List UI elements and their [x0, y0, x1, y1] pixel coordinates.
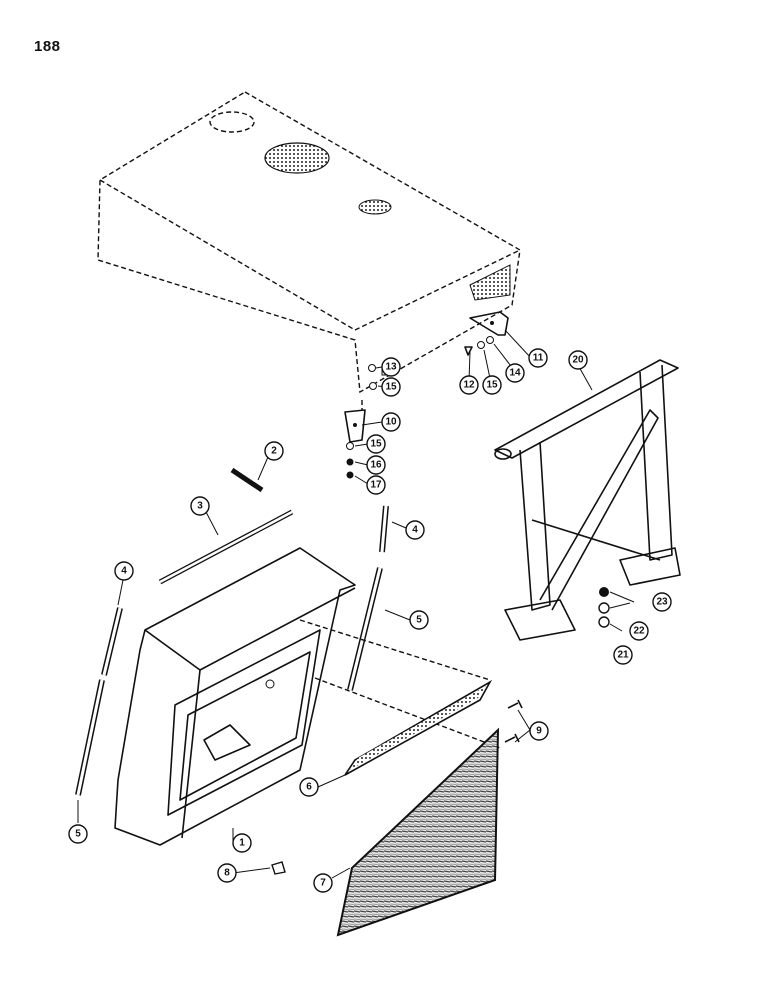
callout-6: 6: [299, 777, 319, 797]
callout-label: 6: [306, 782, 312, 793]
callout-23: 23: [652, 592, 672, 612]
callout-label: 4: [121, 566, 127, 577]
callout-label: 11: [533, 353, 544, 364]
callout-label: 17: [370, 480, 382, 491]
front-grille: [336, 727, 500, 937]
callout-label: 16: [370, 460, 382, 471]
hood-outline: [97, 91, 521, 394]
callout-14: 14: [505, 363, 525, 383]
callout-8: 8: [217, 863, 237, 883]
callout-label: 12: [463, 380, 475, 391]
callout-20: 20: [568, 350, 588, 370]
callout-label: 1: [239, 838, 245, 849]
bracket-left: [344, 400, 366, 443]
callout-11: 11: [528, 348, 548, 368]
callout-label: 15: [370, 439, 382, 450]
callout-label: 20: [572, 355, 584, 366]
callout-label: 23: [656, 597, 668, 608]
right-seal-strips: [347, 505, 389, 691]
callout-7: 7: [313, 873, 333, 893]
callout-label: 22: [633, 626, 645, 637]
callout-label: 13: [385, 362, 397, 373]
callout-3: 3: [190, 496, 210, 516]
support-frame: [494, 359, 681, 641]
callout-22: 22: [629, 621, 649, 641]
callout-17: 17: [366, 475, 386, 495]
callout-13: 13: [381, 357, 401, 377]
hood-large-opening: [264, 142, 330, 174]
callout-4-left: 4: [114, 561, 134, 581]
small-hardware: [346, 336, 494, 479]
callout-5-left: 5: [68, 824, 88, 844]
callout-15-top: 15: [381, 377, 401, 397]
callout-21: 21: [613, 645, 633, 665]
callout-2: 2: [264, 441, 284, 461]
callout-label: 9: [536, 726, 542, 737]
callout-label: 8: [224, 868, 230, 879]
frame-hardware: [598, 587, 610, 628]
left-seal-strips: [75, 607, 123, 796]
callout-15-mid: 15: [366, 434, 386, 454]
callout-16: 16: [366, 455, 386, 475]
callout-4-right: 4: [405, 520, 425, 540]
callout-label: 7: [320, 878, 326, 889]
callout-label: 4: [412, 525, 418, 536]
callout-15-right: 15: [482, 375, 502, 395]
callout-5-right: 5: [409, 610, 429, 630]
callout-label: 14: [509, 368, 521, 379]
callout-label: 15: [486, 380, 498, 391]
radiator-shroud: [114, 547, 356, 846]
bracket-right: [469, 311, 509, 336]
callout-label: 21: [617, 650, 629, 661]
callout-label: 5: [416, 615, 422, 626]
callout-12: 12: [459, 375, 479, 395]
clip-8: [271, 861, 286, 875]
screws: [504, 699, 523, 743]
part-strip-2: [230, 467, 264, 493]
callout-1: 1: [232, 833, 252, 853]
callout-label: 10: [385, 417, 397, 428]
callout-10: 10: [381, 412, 401, 432]
callout-label: 3: [197, 501, 203, 512]
callout-label: 2: [271, 446, 277, 457]
callout-9: 9: [529, 721, 549, 741]
callout-label: 5: [75, 829, 81, 840]
callout-label: 15: [385, 382, 397, 393]
hood-small-opening: [358, 199, 392, 215]
page-number: 188: [34, 38, 61, 55]
